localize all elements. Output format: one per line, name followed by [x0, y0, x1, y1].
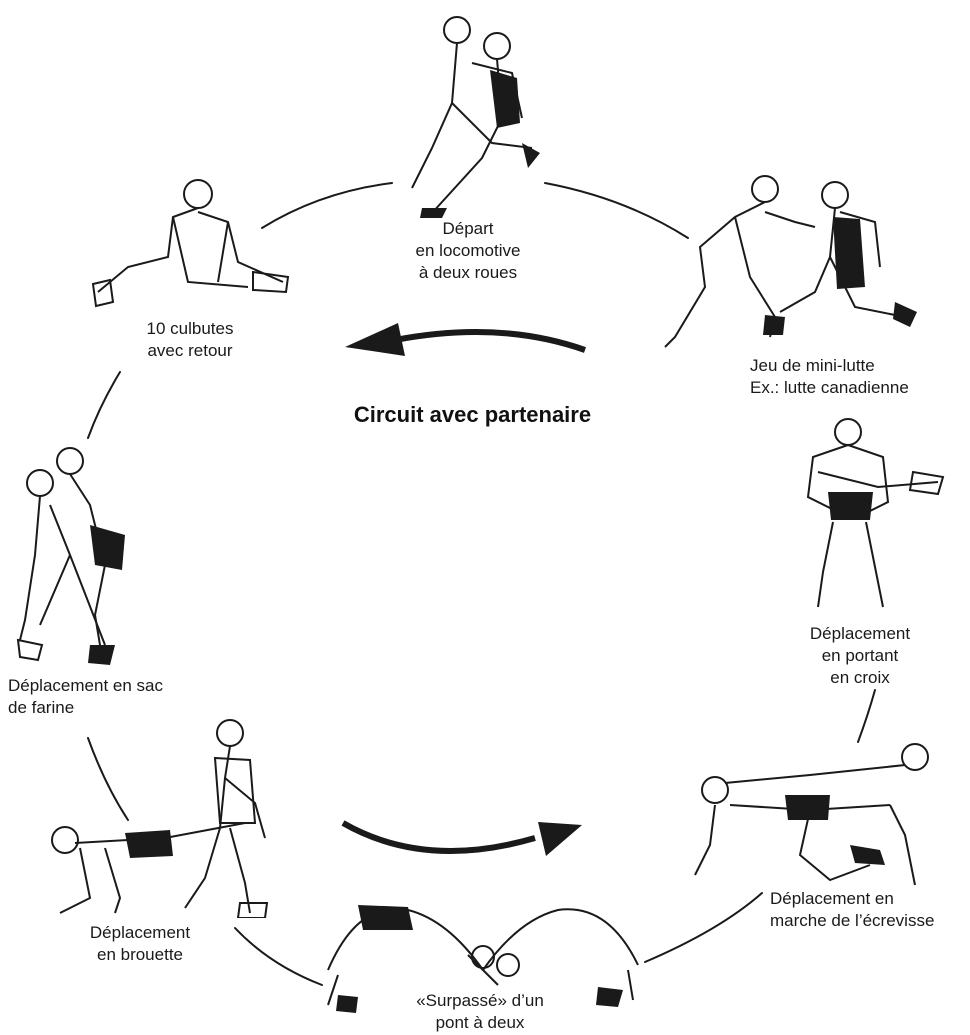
label-line: Ex.: lutte canadienne: [750, 378, 909, 397]
arrow-clockwise: [341, 820, 582, 856]
label-line: en locomotive: [415, 241, 521, 260]
mini-wrestling-illustration: [664, 175, 917, 348]
label-line: Déplacement en sac: [8, 676, 163, 695]
arc-top-left: [261, 182, 393, 229]
arc-left-lower: [87, 737, 129, 821]
label-line: en portant: [821, 646, 899, 665]
wheelbarrow-illustration: [51, 719, 269, 918]
arc-top-right: [544, 182, 689, 239]
label-line: pont à deux: [435, 1013, 525, 1032]
station-label-locomotive: Départ en locomotive à deux roues: [388, 218, 548, 284]
locomotive-figures-illustration: [411, 16, 540, 218]
cross-carry-illustration: [806, 418, 945, 608]
label-line: Déplacement: [809, 624, 911, 643]
label-line: en brouette: [96, 945, 183, 964]
sack-carry-illustration: [16, 447, 125, 665]
bridge-vault-illustration: [327, 905, 639, 1013]
station-label-sack-carry: Déplacement en sac de farine: [8, 675, 228, 719]
arc-bottom-left: [234, 927, 323, 986]
station-label-mini-wrestling: Jeu de mini-lutte Ex.: lutte canadienne: [750, 355, 965, 399]
label-line: à deux roues: [418, 263, 518, 282]
label-line: de farine: [8, 698, 75, 717]
sitting-figure-illustration: [91, 179, 290, 308]
label-line: Déplacement: [89, 923, 191, 942]
arc-left-upper: [87, 371, 121, 439]
label-line: avec retour: [147, 341, 233, 360]
station-label-somersaults: 10 culbutes avec retour: [115, 318, 265, 362]
arrow-counterclockwise: [345, 323, 586, 356]
diagram-title: Circuit avec partenaire: [353, 402, 592, 427]
arc-right-lower: [857, 689, 876, 743]
station-label-cross-carry: Déplacement en portant en croix: [780, 623, 940, 689]
label-line: Jeu de mini-lutte: [750, 356, 875, 375]
label-line: marche de l’écrevisse: [770, 911, 935, 930]
label-line: en croix: [830, 668, 890, 687]
station-label-wheelbarrow: Déplacement en brouette: [60, 922, 220, 966]
arc-bottom-right: [644, 892, 763, 963]
station-label-bridge-vault: «Surpassé» d’un pont à deux: [400, 990, 560, 1034]
crayfish-walk-illustration: [694, 743, 929, 886]
station-label-crayfish-walk: Déplacement en marche de l’écrevisse: [770, 888, 965, 932]
label-line: 10 culbutes: [146, 319, 234, 338]
label-line: Départ: [442, 219, 494, 238]
label-line: «Surpassé» d’un: [416, 991, 544, 1010]
label-line: Déplacement en: [770, 889, 894, 908]
